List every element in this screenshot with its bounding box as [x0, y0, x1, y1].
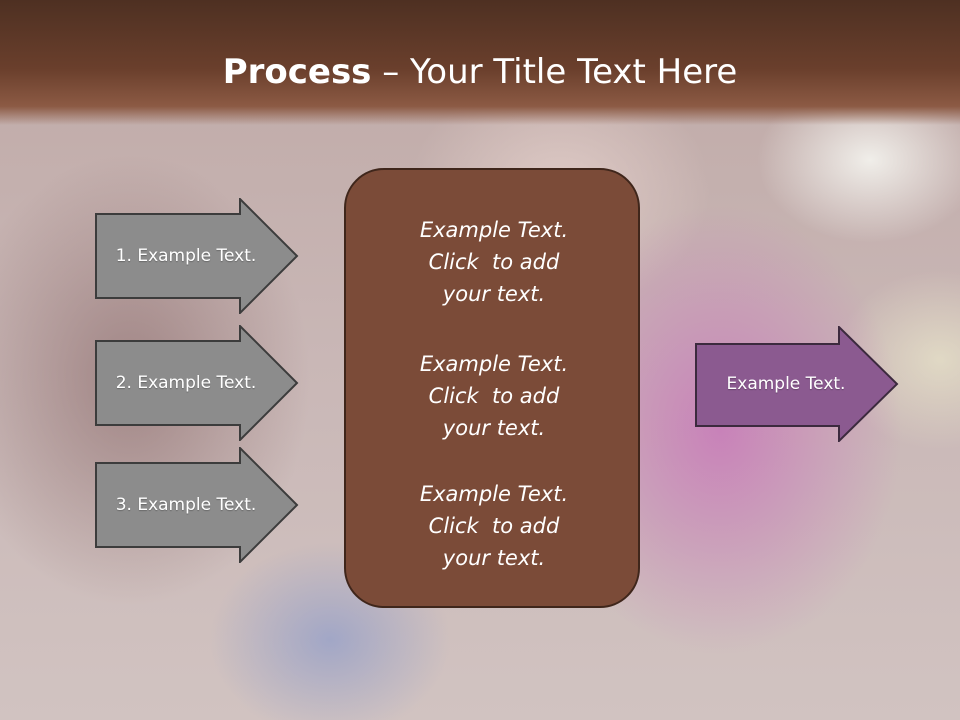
- arrow-shape-icon: [695, 326, 899, 442]
- center-text-box[interactable]: Example Text. Click to add your text. Ex…: [344, 168, 640, 608]
- slide-title[interactable]: Process – Your Title Text Here: [0, 52, 960, 92]
- center-text-block-3: Example Text. Click to add your text.: [346, 478, 642, 574]
- center-line: your text.: [442, 282, 546, 306]
- step-arrow-2[interactable]: 2. Example Text.: [95, 325, 299, 441]
- step-arrow-1[interactable]: 1. Example Text.: [95, 198, 299, 314]
- step-label-1: 1. Example Text.: [115, 246, 257, 266]
- title-rest: – Your Title Text Here: [371, 52, 738, 92]
- center-line: Example Text.: [419, 482, 569, 506]
- title-bar: [0, 0, 960, 125]
- center-text-block-2: Example Text. Click to add your text.: [346, 348, 642, 444]
- center-line: your text.: [442, 416, 546, 440]
- arrow-shape-icon: [95, 325, 299, 441]
- center-line: Click to add: [428, 250, 560, 274]
- center-line: Example Text.: [419, 218, 569, 242]
- center-text-block-1: Example Text. Click to add your text.: [346, 214, 642, 310]
- arrow-shape-icon: [95, 198, 299, 314]
- arrow-shape-icon: [95, 447, 299, 563]
- step-label-2: 2. Example Text.: [115, 373, 257, 393]
- center-line: Example Text.: [419, 352, 569, 376]
- result-arrow[interactable]: Example Text.: [695, 326, 899, 442]
- center-line: Click to add: [428, 514, 560, 538]
- title-bold: Process: [222, 52, 372, 92]
- center-line: your text.: [442, 546, 546, 570]
- step-label-3: 3. Example Text.: [115, 495, 257, 515]
- center-line: Click to add: [428, 384, 560, 408]
- step-arrow-3[interactable]: 3. Example Text.: [95, 447, 299, 563]
- result-label: Example Text.: [726, 374, 846, 394]
